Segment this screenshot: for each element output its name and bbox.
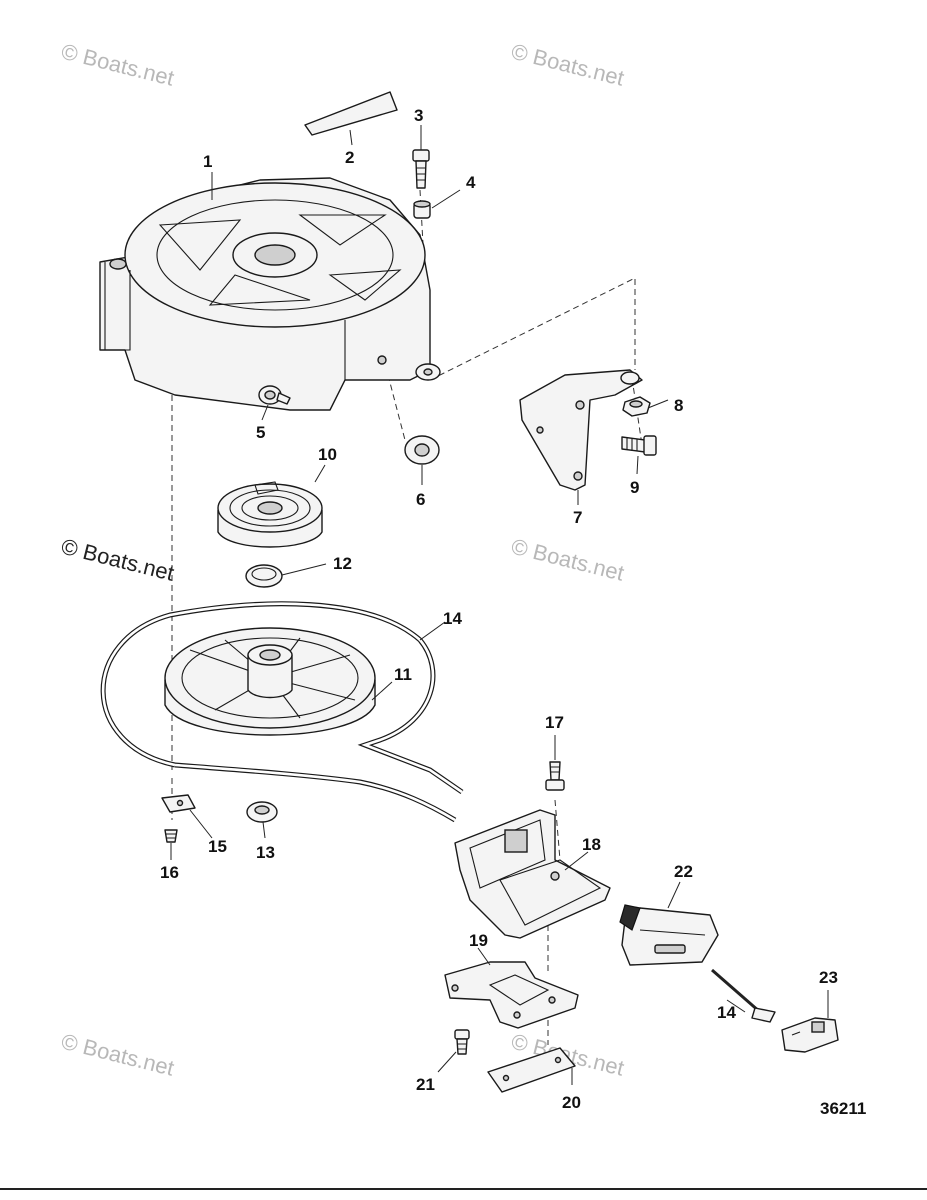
callout-8: 8 (674, 396, 683, 415)
callout-19: 19 (469, 931, 488, 950)
watermark: © Boats.net (59, 534, 177, 586)
starter-rope-part-14 (100, 601, 464, 823)
callout-14: 14 (443, 609, 462, 628)
callout-1: 1 (203, 152, 212, 171)
screw-part-17 (545, 761, 565, 791)
callout-9: 9 (630, 478, 639, 497)
callout-6: 6 (416, 490, 425, 509)
callout-11: 11 (394, 665, 412, 684)
gasket-part-20 (487, 1047, 576, 1093)
callout-14-rope-end: 14 (717, 1003, 736, 1022)
callout-16: 16 (160, 863, 179, 882)
watermark: © Boats.net (509, 39, 627, 91)
watermark: © Boats.net (59, 39, 177, 91)
spacer-part-4 (413, 200, 431, 219)
decal-part-2 (304, 91, 398, 136)
bracket-part-7 (519, 369, 643, 491)
callout-10: 10 (318, 445, 337, 464)
callout-21: 21 (416, 1075, 435, 1094)
nut-part-8 (622, 396, 651, 417)
grommet-part-5 (258, 385, 291, 405)
diagram-id: 36211 (820, 1099, 866, 1118)
callout-4: 4 (466, 173, 476, 192)
rope-guide-part-18 (454, 809, 611, 939)
callout-7: 7 (573, 508, 582, 527)
callout-numbers: 1 2 3 4 5 6 7 8 9 10 11 12 13 14 14 15 1… (160, 106, 838, 1112)
washer-part-13 (246, 801, 278, 823)
callout-22: 22 (674, 862, 693, 881)
spring-cup-part-10 (217, 481, 323, 548)
handle-part-22 (619, 904, 719, 966)
callout-3: 3 (414, 106, 423, 125)
bolt-part-9 (621, 435, 657, 456)
washer-part-6 (404, 435, 440, 465)
plate-part-19 (444, 961, 579, 1029)
callout-12: 12 (333, 554, 352, 573)
watermark: © Boats.net (509, 534, 627, 586)
pawl-part-15 (161, 794, 196, 813)
starter-housing-part-1 (99, 177, 441, 411)
callout-20: 20 (562, 1093, 581, 1112)
callout-18: 18 (582, 835, 601, 854)
screw-part-3 (412, 149, 430, 189)
callout-5: 5 (256, 423, 265, 442)
callout-15: 15 (208, 837, 227, 856)
anchor-part-23 (781, 1017, 839, 1053)
screw-part-16 (164, 829, 178, 843)
rope-end-part-14 (711, 968, 776, 1023)
leader-lines (170, 125, 829, 1085)
cap-part-12 (245, 564, 283, 588)
callout-23: 23 (819, 968, 838, 987)
bottom-rule (0, 1188, 927, 1190)
callout-2: 2 (345, 148, 354, 167)
pulley-part-11 (164, 627, 376, 736)
callout-17: 17 (545, 713, 564, 732)
screw-part-21 (454, 1029, 470, 1055)
watermark: © Boats.net (59, 1029, 177, 1081)
callout-13: 13 (256, 843, 275, 862)
